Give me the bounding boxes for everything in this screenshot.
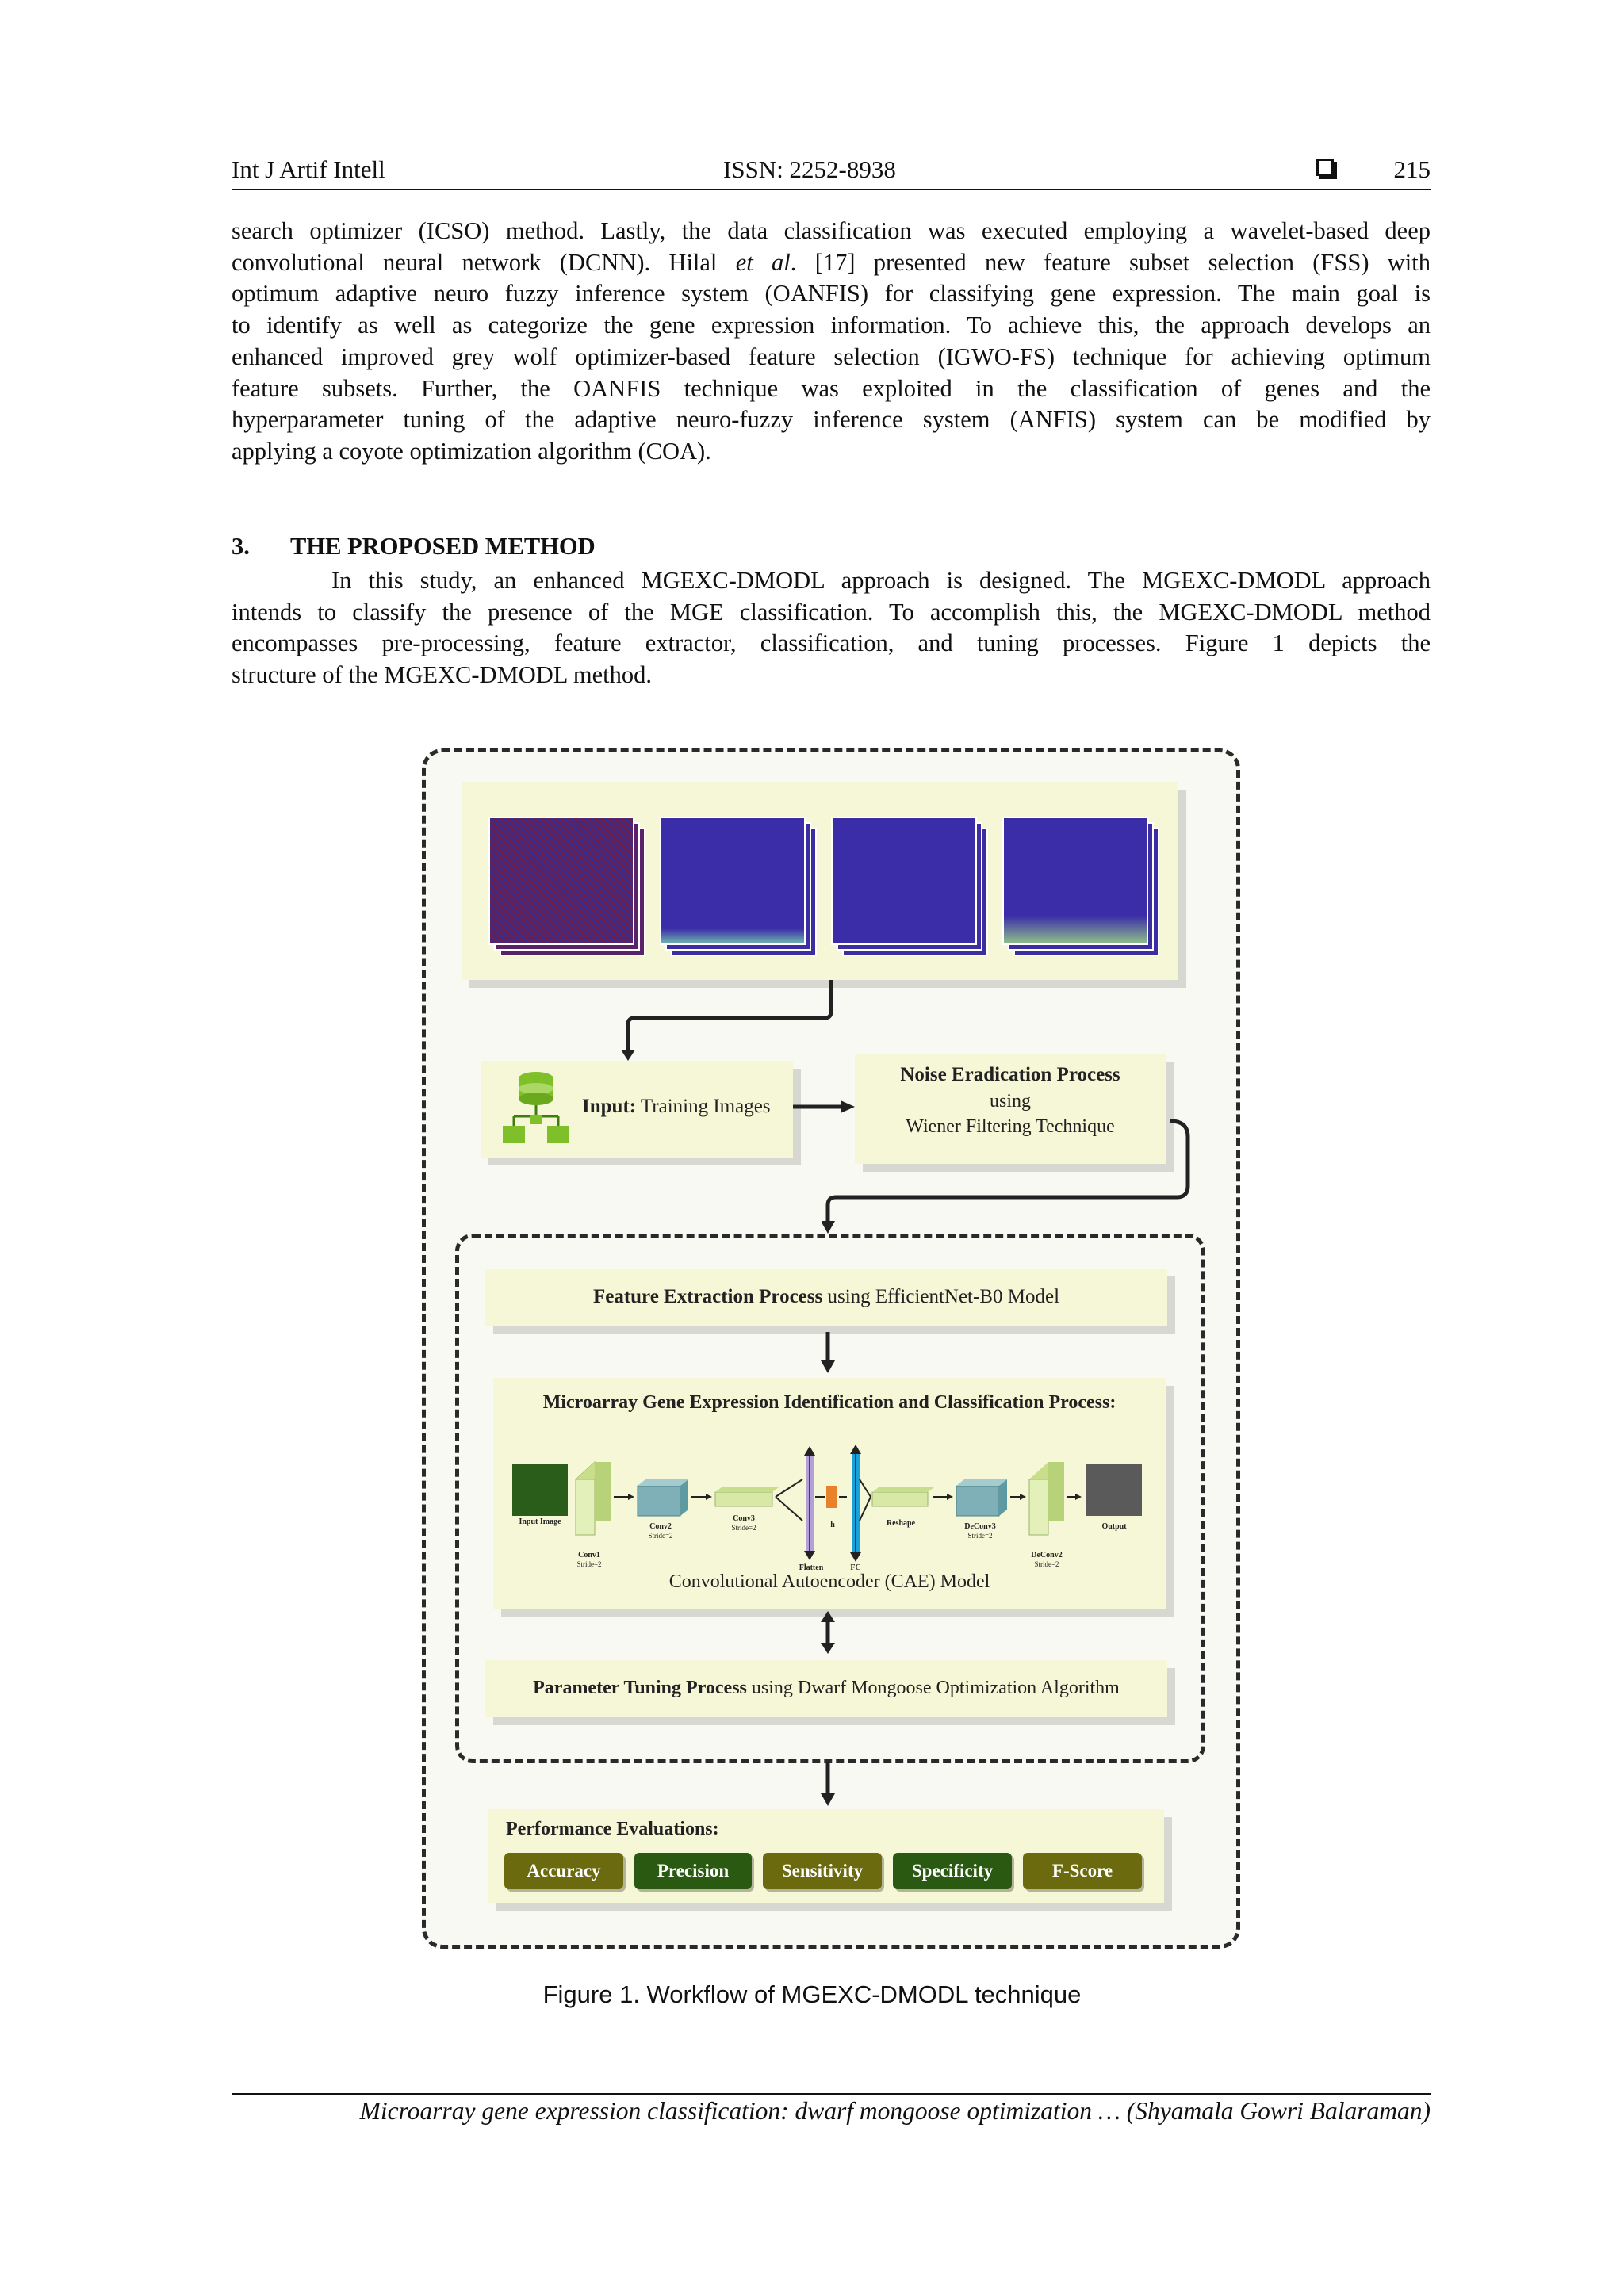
input-image-block (512, 1464, 568, 1516)
journal-name: Int J Artif Intell (232, 155, 385, 183)
text-line: convolutional neural network (DCNN). Hil… (232, 248, 1431, 276)
output-block (1086, 1464, 1142, 1516)
cae-label-deconv2: DeConv2 (1031, 1551, 1063, 1559)
cae-label-conv2: Conv2 (649, 1522, 672, 1531)
conv3-block (714, 1491, 773, 1507)
cae-label-input-image: Input Image (519, 1517, 561, 1526)
cae-label-deconv2-stride: Stride=2 (1034, 1560, 1059, 1568)
parameter-tuning-label: Parameter Tuning Process using Dwarf Mon… (533, 1678, 1120, 1698)
classification-panel: Microarray Gene Expression Identificatio… (493, 1378, 1166, 1609)
connector-arrow (821, 1611, 835, 1654)
running-footer: Microarray gene expression classificatio… (359, 2097, 1431, 2125)
text-line: optimum adaptive neuro fuzzy inference s… (232, 280, 1431, 308)
h-block (826, 1486, 837, 1508)
footer-rule (232, 2093, 1431, 2095)
classification-title: Microarray Gene Expression Identificatio… (542, 1392, 1116, 1413)
connector-arrow (793, 1100, 855, 1113)
feature-extraction-panel: Feature Extraction Process using Efficie… (485, 1269, 1167, 1326)
text-line: applying a coyote optimization algorithm… (232, 437, 711, 465)
cae-label-output: Output (1101, 1522, 1127, 1531)
connector-arrow (821, 1332, 835, 1373)
microarray-image-stack (660, 817, 817, 956)
cae-label-conv3-stride: Stride=2 (731, 1524, 756, 1532)
deconv2-block (1028, 1479, 1049, 1536)
cae-label-conv1-stride: Stride=2 (576, 1560, 602, 1568)
deconv3-block (956, 1485, 1000, 1517)
figure-caption: Figure 1. Workflow of MGEXC-DMODL techni… (542, 1980, 1082, 2008)
cae-label-conv3: Conv3 (733, 1514, 755, 1523)
input-panel: Input: Training Images (481, 1061, 793, 1158)
text-line: search optimizer (ICSO) method. Lastly, … (232, 217, 1431, 244)
section-heading: 3. THE PROPOSED METHOD (232, 533, 596, 561)
feature-extraction-label: Feature Extraction Process using Efficie… (592, 1286, 1060, 1307)
noise-title: Noise Eradication Process (900, 1064, 1120, 1085)
microarray-image-stack (1002, 817, 1159, 956)
text-line: structure of the MGEXC-DMODL method. (232, 661, 652, 689)
parameter-tuning-panel: Parameter Tuning Process using Dwarf Mon… (485, 1660, 1167, 1717)
metric-f-score: F-Score (1023, 1853, 1142, 1889)
square-bullet-icon (1316, 159, 1337, 179)
noise-using: using (989, 1091, 1031, 1112)
microarray-image-stack (488, 817, 645, 956)
paragraph-2: In this study, an enhanced MGEXC-DMODL a… (232, 565, 1431, 691)
cae-diagram (512, 1445, 1142, 1562)
connector-arrow (822, 1119, 1190, 1234)
text-line: intends to classify the presence of the … (232, 598, 1431, 626)
cae-label-reshape: Reshape (886, 1519, 916, 1528)
cae-label-h: h (830, 1521, 835, 1529)
text-line: enhanced improved grey wolf optimizer-ba… (232, 342, 1431, 370)
connector-arrow (621, 980, 833, 1061)
performance-title: Performance Evaluations: (506, 1819, 719, 1839)
processing-group-frame (455, 1234, 1205, 1763)
reshape-block (871, 1491, 929, 1507)
page-number: 215 (1393, 155, 1431, 183)
cae-label-flatten: Flatten (799, 1563, 824, 1572)
metric-precision: Precision (634, 1853, 752, 1889)
cae-label-fc: FC (850, 1563, 861, 1572)
conv2-block (637, 1485, 681, 1517)
cae-model-label: Convolutional Autoencoder (CAE) Model (668, 1571, 990, 1592)
text-line: hyperparameter tuning of the adaptive ne… (232, 406, 1431, 434)
text-line: encompasses pre-processing, feature extr… (232, 629, 1431, 657)
cae-label-deconv3-stride: Stride=2 (967, 1532, 993, 1540)
running-header: Int J Artif Intell ISSN: 2252-8938 215 (232, 155, 1431, 189)
section-title: THE PROPOSED METHOD (290, 533, 596, 560)
text-line: In this study, an enhanced MGEXC-DMODL a… (331, 567, 1431, 594)
input-label: Input: Training Images (582, 1096, 771, 1117)
cae-label-conv2-stride: Stride=2 (648, 1532, 673, 1540)
section-number: 3. (232, 533, 250, 560)
paragraph-1: search optimizer (ICSO) method. Lastly, … (232, 216, 1431, 468)
microarray-image-stack (831, 817, 988, 956)
database-network-icon (503, 1072, 569, 1143)
cae-label-conv1: Conv1 (578, 1551, 600, 1559)
issn: ISSN: 2252-8938 (723, 155, 896, 183)
noise-technique: Wiener Filtering Technique (906, 1116, 1115, 1137)
cae-label-deconv3: DeConv3 (964, 1522, 996, 1531)
header-rule (232, 189, 1431, 190)
connector-arrow (821, 1762, 835, 1806)
metric-accuracy: Accuracy (504, 1853, 623, 1889)
text-line: to identify as well as categorize the ge… (232, 312, 1431, 339)
metric-sensitivity: Sensitivity (763, 1853, 882, 1889)
noise-eradication-panel: Noise Eradication Process using Wiener F… (855, 1054, 1166, 1164)
text-line: feature subsets. Further, the OANFIS tec… (232, 374, 1431, 402)
metric-specificity: Specificity (893, 1853, 1012, 1889)
